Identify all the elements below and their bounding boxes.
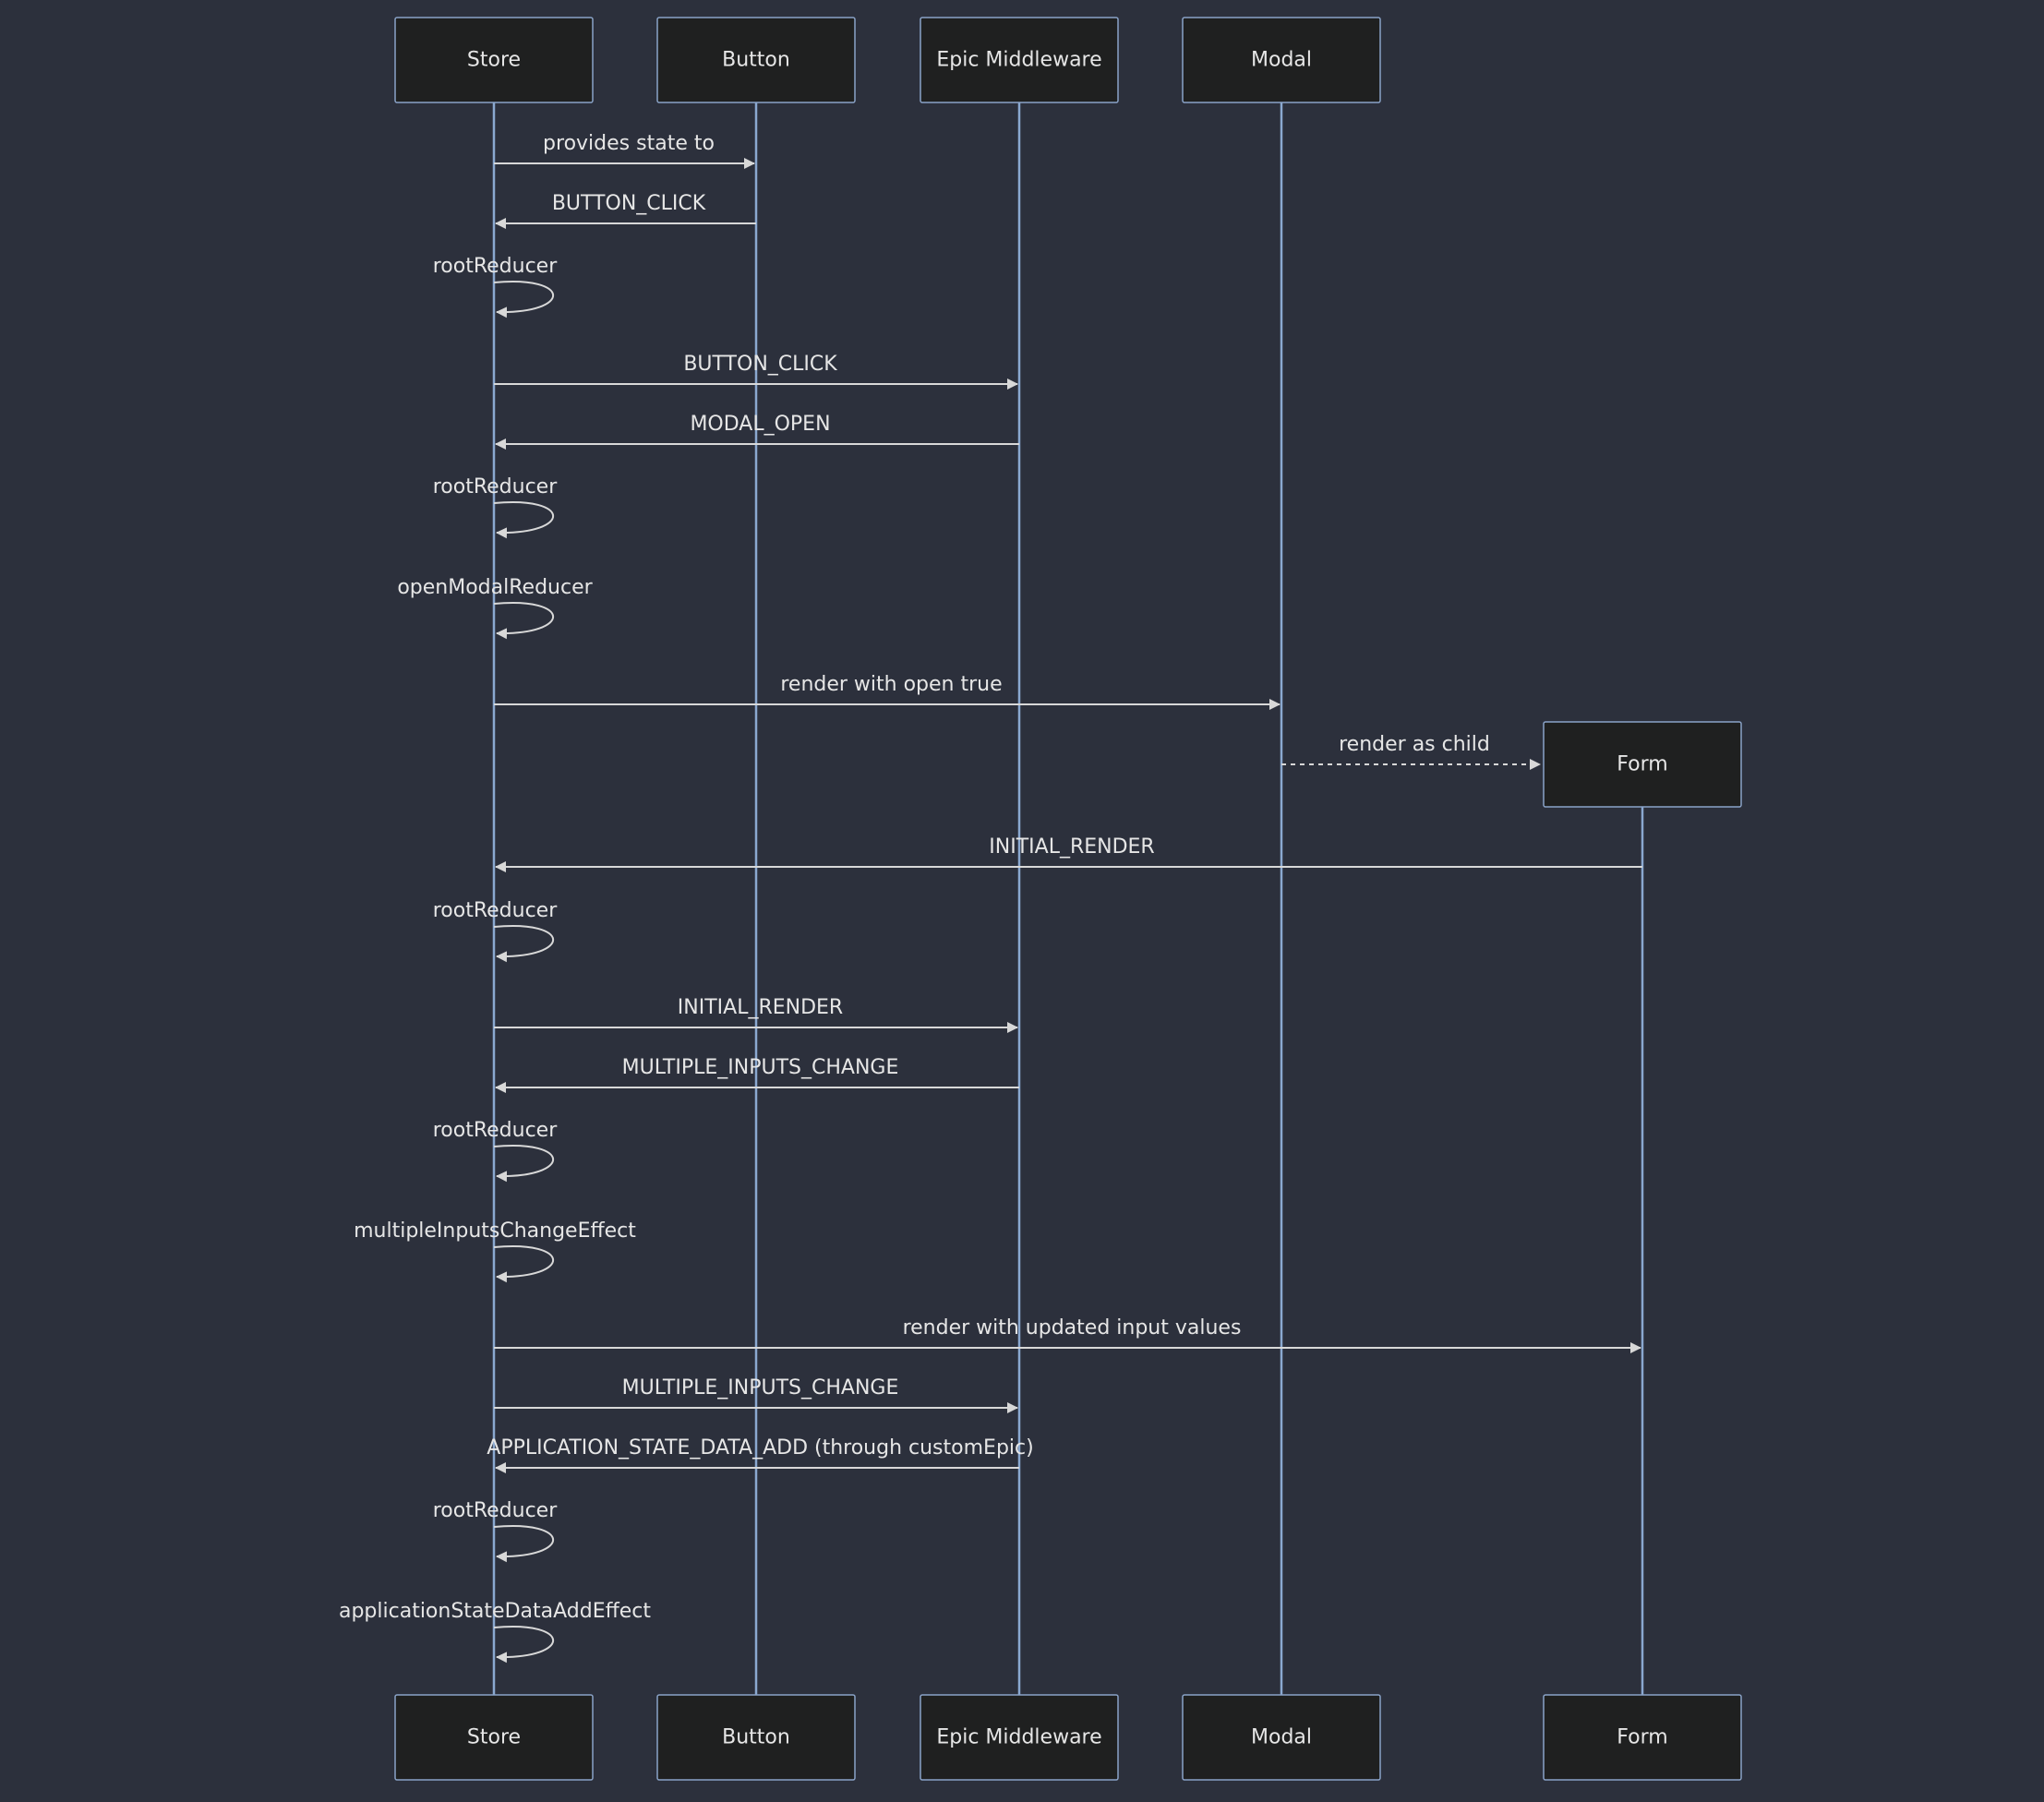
message-label: applicationStateDataAddEffect xyxy=(339,1600,651,1623)
self-message-arrow xyxy=(493,501,554,539)
message-6: rootReducer xyxy=(433,475,558,539)
actor-box xyxy=(920,1694,1119,1781)
message-label: rootReducer xyxy=(433,899,558,922)
actor-button-bottom: Button xyxy=(656,1694,856,1781)
message-label: multipleInputsChangeEffect xyxy=(354,1219,636,1243)
message-16: render with updated input values xyxy=(494,1316,1641,1353)
message-8: render with open true xyxy=(494,673,1281,710)
message-label: provides state to xyxy=(543,132,715,155)
actor-box xyxy=(1543,721,1742,808)
message-label: rootReducer xyxy=(433,255,558,278)
message-label: rootReducer xyxy=(433,1499,558,1522)
message-10: INITIAL_RENDER xyxy=(495,835,1642,872)
message-label: MODAL_OPEN xyxy=(690,413,830,436)
message-label: render with open true xyxy=(780,673,1002,696)
self-message-arrow xyxy=(493,1525,554,1563)
actor-form-bottom: Form xyxy=(1543,1694,1742,1781)
message-4: BUTTON_CLICK xyxy=(494,353,1018,390)
message-label: rootReducer xyxy=(433,1119,558,1142)
actor-store-top: Store xyxy=(394,17,594,103)
message-13: MULTIPLE_INPUTS_CHANGE xyxy=(495,1056,1019,1093)
actor-box xyxy=(394,17,594,103)
actor-epic-top: Epic Middleware xyxy=(920,17,1119,103)
message-label: MULTIPLE_INPUTS_CHANGE xyxy=(622,1376,899,1400)
actor-label: Modal xyxy=(1251,49,1312,72)
actor-label: Button xyxy=(722,1726,790,1749)
messages: provides state to BUTTON_CLICK rootReducer… xyxy=(339,132,1642,1664)
actor-box xyxy=(656,1694,856,1781)
message-label: render as child xyxy=(1339,733,1490,756)
actor-form-top: Form xyxy=(1543,721,1742,808)
actor-label: Form xyxy=(1617,753,1667,776)
message-3: rootReducer xyxy=(433,255,558,318)
message-11: rootReducer xyxy=(433,899,558,963)
actor-label: Store xyxy=(467,49,521,72)
message-9: render as child xyxy=(1281,733,1541,770)
message-14: rootReducer xyxy=(433,1119,558,1183)
message-20: applicationStateDataAddEffect xyxy=(339,1600,651,1664)
message-17: MULTIPLE_INPUTS_CHANGE xyxy=(494,1376,1018,1413)
actor-store-bottom: Store xyxy=(394,1694,594,1781)
actor-label: Modal xyxy=(1251,1726,1312,1749)
actor-box xyxy=(920,17,1119,103)
actor-box xyxy=(1182,17,1381,103)
actor-box xyxy=(394,1694,594,1781)
message-label: BUTTON_CLICK xyxy=(552,192,706,215)
message-19: rootReducer xyxy=(433,1499,558,1563)
self-message-arrow xyxy=(493,602,554,640)
actor-box xyxy=(1182,1694,1381,1781)
self-message-arrow xyxy=(493,1245,554,1283)
actor-epic-bottom: Epic Middleware xyxy=(920,1694,1119,1781)
self-message-arrow xyxy=(493,1145,554,1183)
actor-label: Store xyxy=(467,1726,521,1749)
message-label: INITIAL_RENDER xyxy=(989,835,1154,859)
actor-button-top: Button xyxy=(656,17,856,103)
message-label: openModalReducer xyxy=(397,576,593,599)
message-1: provides state to xyxy=(494,132,755,169)
message-label: render with updated input values xyxy=(903,1316,1242,1339)
self-message-arrow xyxy=(493,281,554,318)
message-15: multipleInputsChangeEffect xyxy=(354,1219,636,1283)
actor-modal-top: Modal xyxy=(1182,17,1381,103)
self-message-arrow xyxy=(493,1626,554,1664)
actor-label: Form xyxy=(1617,1726,1667,1749)
lifelines xyxy=(492,102,1644,1695)
message-2: BUTTON_CLICK xyxy=(495,192,756,229)
message-18: APPLICATION_STATE_DATA_ADD (through cust… xyxy=(487,1436,1034,1473)
message-5: MODAL_OPEN xyxy=(495,413,1019,450)
message-label: INITIAL_RENDER xyxy=(678,996,843,1019)
actor-box xyxy=(1543,1694,1742,1781)
actor-modal-bottom: Modal xyxy=(1182,1694,1381,1781)
actor-label: Button xyxy=(722,49,790,72)
self-message-arrow xyxy=(493,925,554,963)
actor-label: Epic Middleware xyxy=(936,1726,1101,1749)
actor-label: Epic Middleware xyxy=(936,49,1101,72)
actor-box xyxy=(656,17,856,103)
message-label: APPLICATION_STATE_DATA_ADD (through cust… xyxy=(487,1436,1033,1460)
message-7: openModalReducer xyxy=(397,576,594,640)
message-label: MULTIPLE_INPUTS_CHANGE xyxy=(622,1056,899,1079)
message-label: rootReducer xyxy=(433,475,558,499)
message-label: BUTTON_CLICK xyxy=(683,353,837,376)
message-12: INITIAL_RENDER xyxy=(494,996,1018,1033)
